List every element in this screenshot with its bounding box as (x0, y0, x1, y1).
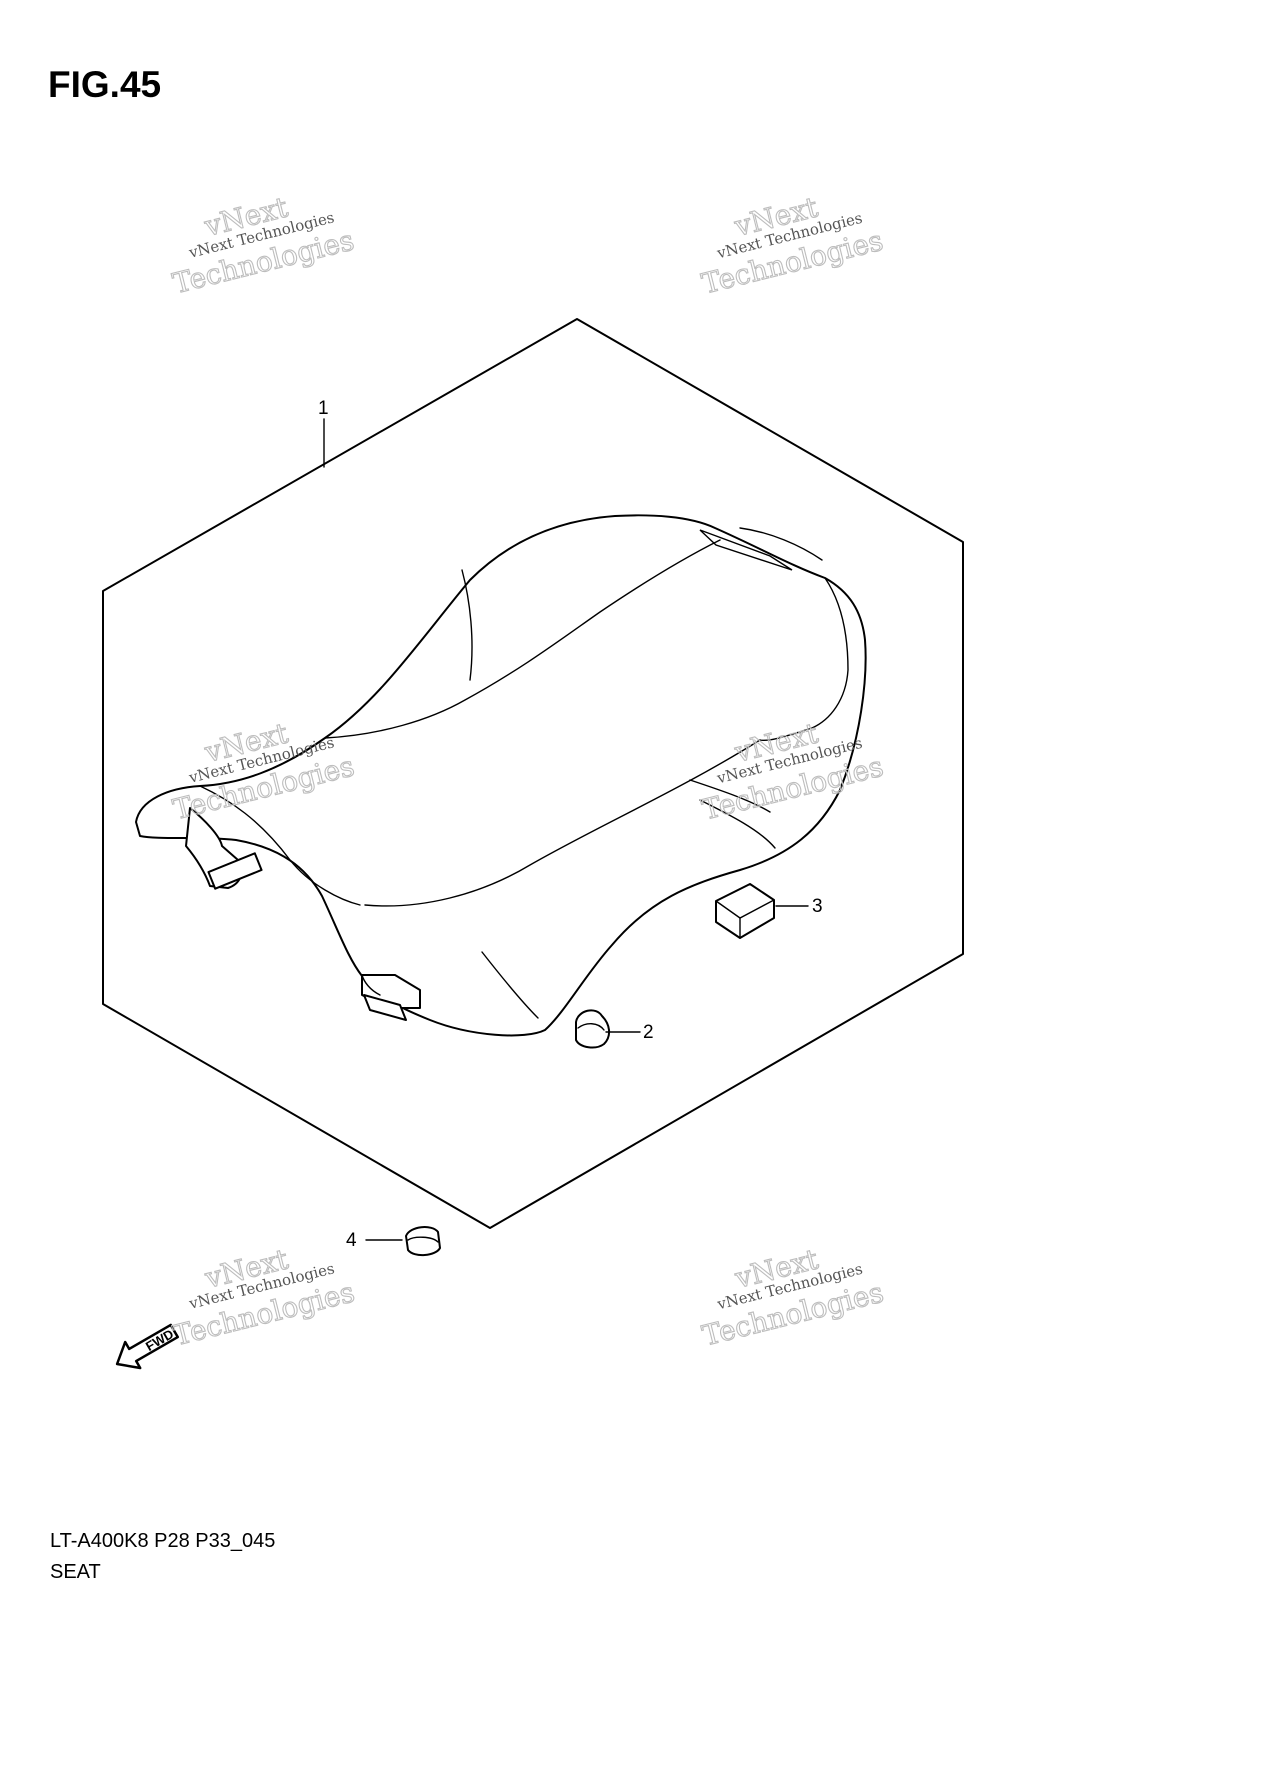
callout-4[interactable]: 4 (346, 1230, 357, 1251)
seat-part[interactable] (135, 514, 867, 1037)
model-code: LT-A400K8 P28 P33_045 (50, 1530, 276, 1552)
grommet-part[interactable] (575, 1009, 610, 1049)
seat-body (135, 514, 867, 1037)
watermark-mid-right: vNext vNext Technologies Technologies (698, 716, 887, 827)
assembly-boundary (102, 318, 964, 1229)
watermark-top-right: vNext vNext Technologies Technologies (698, 190, 887, 301)
section-name: SEAT (50, 1561, 101, 1583)
rubber-block-part[interactable] (715, 883, 775, 939)
watermark-top-left: vNext vNext Technologies Technologies (169, 190, 358, 301)
watermark-bottom-right: vNext vNext Technologies Technologies (698, 1242, 887, 1353)
arrow-left-icon (115, 1323, 179, 1370)
callout-3[interactable]: 3 (812, 896, 823, 917)
watermark-bottom-left: vNext vNext Technologies Technologies (169, 1242, 358, 1353)
callout-1[interactable]: 1 (318, 398, 329, 419)
cap-part[interactable] (405, 1226, 441, 1256)
figure-title: FIG.45 (48, 64, 162, 105)
callout-2[interactable]: 2 (643, 1022, 654, 1043)
